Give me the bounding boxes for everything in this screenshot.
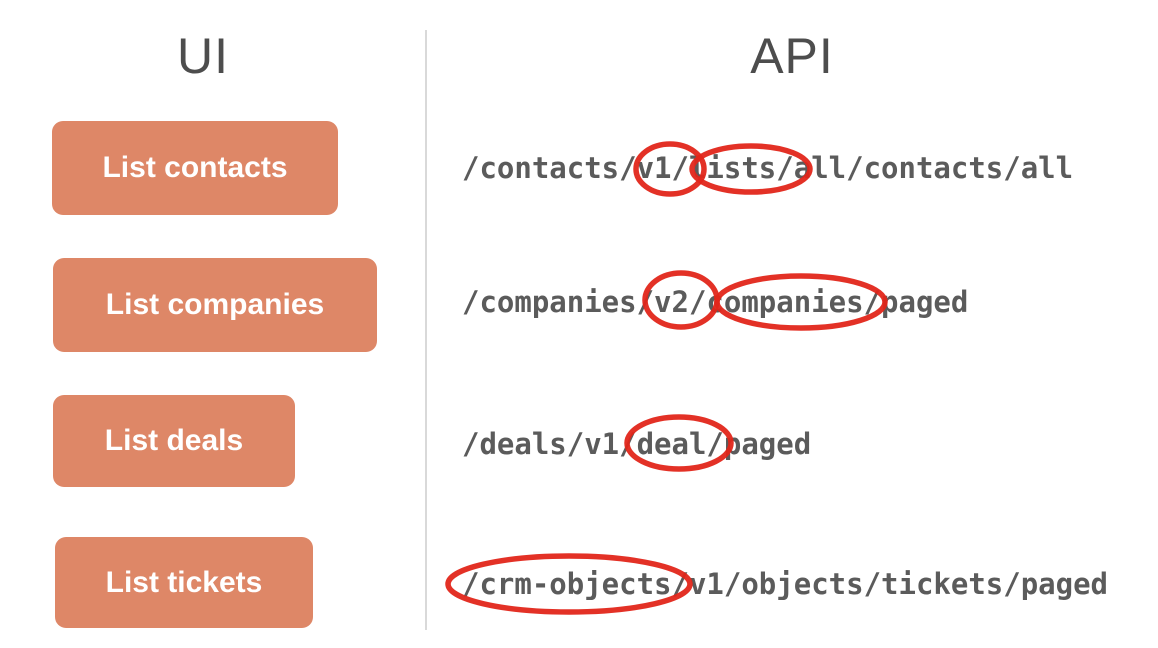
column-divider (425, 30, 427, 630)
endpoint-list-deals: /deals/v1/deal/paged (462, 427, 812, 461)
list-contacts-button[interactable]: List contacts (52, 121, 338, 215)
endpoint-list-contacts: /contacts/v1/lists/all/contacts/all (462, 151, 1074, 185)
api-column-heading: API (750, 28, 834, 84)
endpoint-list-tickets: /crm-objects/v1/objects/tickets/paged (462, 567, 1109, 601)
endpoint-list-companies: /companies/v2/companies/paged (462, 285, 969, 319)
list-tickets-button[interactable]: List tickets (55, 537, 313, 628)
list-companies-button[interactable]: List companies (53, 258, 377, 352)
list-deals-button[interactable]: List deals (53, 395, 295, 487)
ui-column-heading: UI (177, 28, 229, 84)
